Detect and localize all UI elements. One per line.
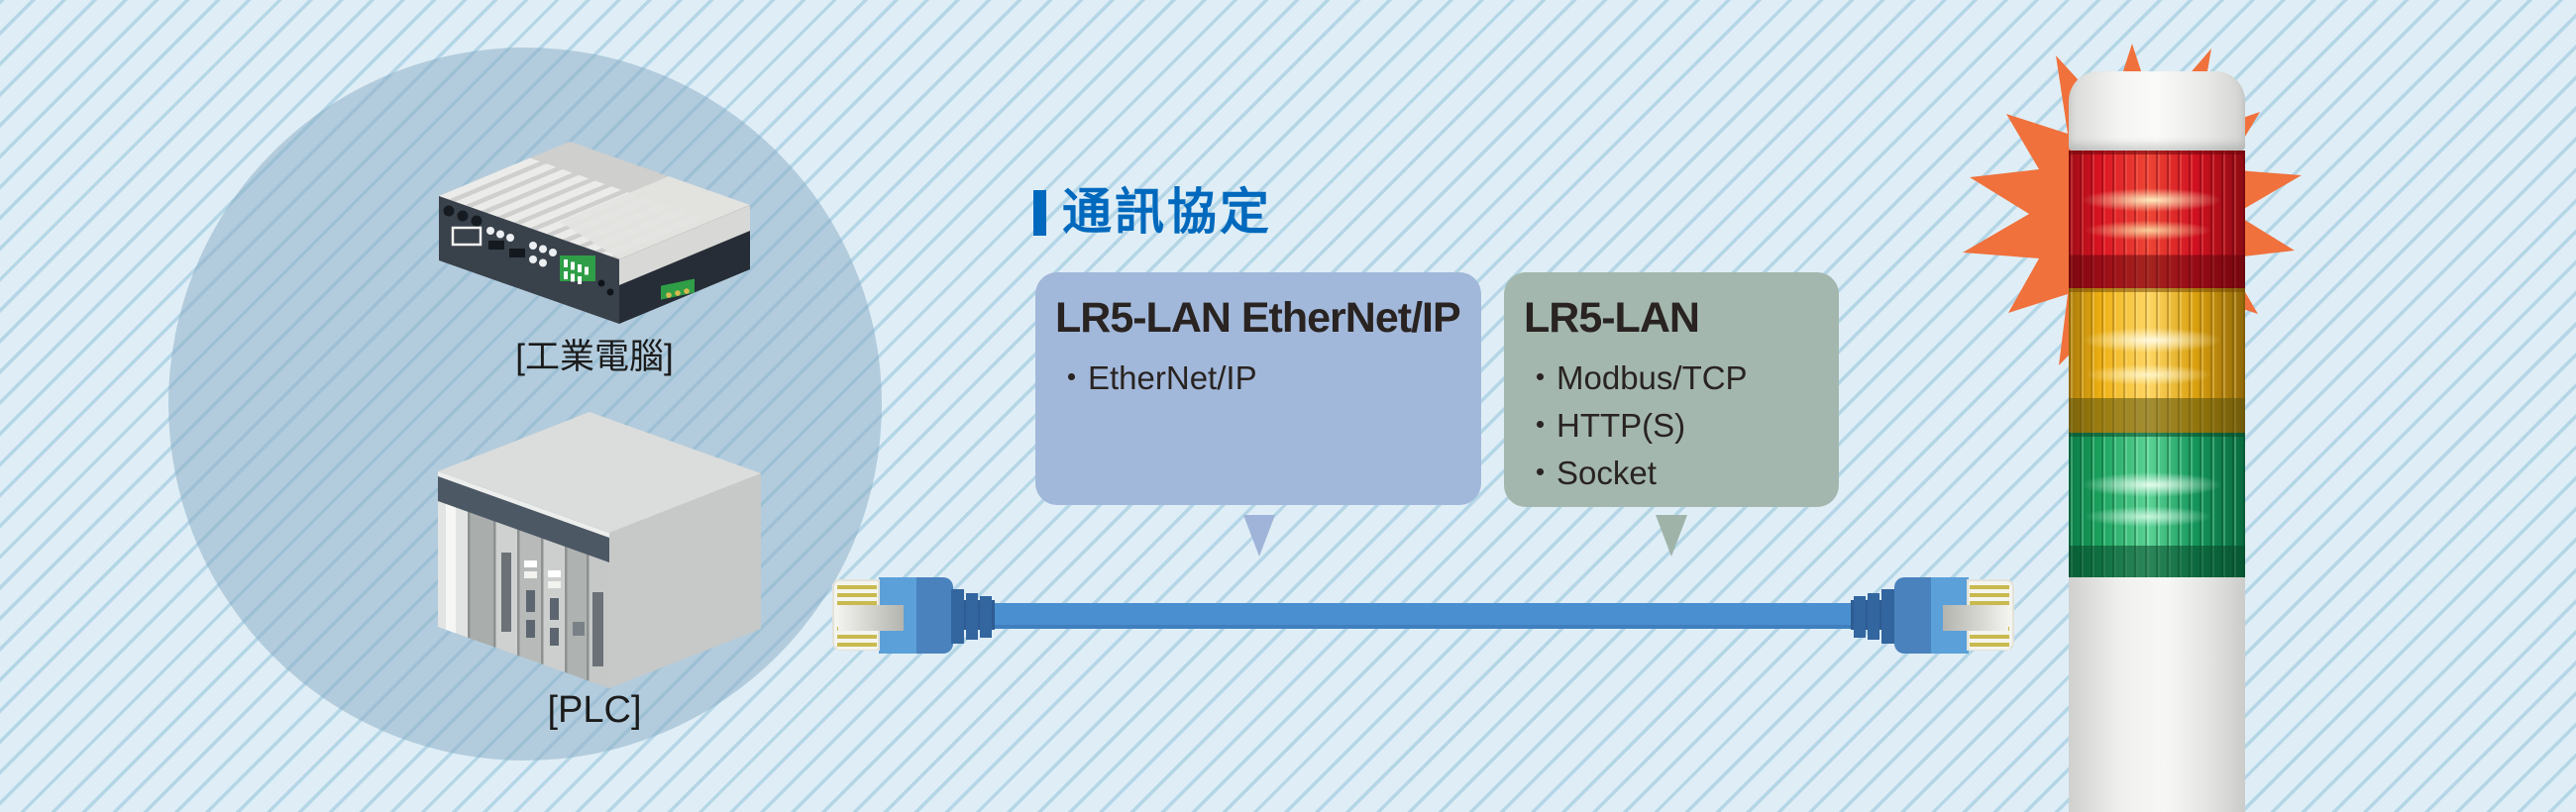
rj45-latch (1943, 605, 2008, 631)
plc-icon (438, 412, 761, 688)
pointer-down-icon (1243, 515, 1275, 557)
rj45-rib (966, 593, 978, 640)
protocol-box-title: LR5-LAN (1524, 294, 1700, 342)
heading-accent-bar-icon (1033, 190, 1046, 236)
rj45-rib (980, 596, 992, 638)
protocol-item-list: ・EtherNet/IP (1055, 355, 1463, 402)
rj45-pins (1970, 627, 2009, 650)
industrial-pc-label: [工業電腦] (515, 338, 674, 376)
protocol-box-ethernet-ip: LR5-LAN EtherNet/IP ・EtherNet/IP (1035, 272, 1481, 505)
protocol-box-title: LR5-LAN EtherNet/IP (1055, 294, 1461, 342)
rj45-rib (1881, 589, 1894, 644)
industrial-pc-icon (439, 142, 750, 324)
protocol-item: ・Modbus/TCP (1524, 359, 1748, 396)
rj45-pins (837, 627, 877, 650)
rj45-boot (1894, 577, 1931, 654)
protocol-box-lr5-lan: LR5-LAN ・Modbus/TCP ・HTTP(S) ・Socket (1504, 272, 1839, 507)
protocol-item: ・HTTP(S) (1524, 407, 1686, 444)
tower-segment-green (2069, 433, 2245, 577)
rj45-pins (1970, 585, 2009, 608)
tower-cap (2069, 71, 2245, 151)
protocol-item: ・EtherNet/IP (1055, 359, 1257, 396)
rj45-rib (1868, 593, 1879, 640)
pointer-down-icon (1656, 515, 1687, 557)
signal-tower (2069, 71, 2245, 812)
tower-segment-red (2069, 151, 2245, 288)
protocol-item-list: ・Modbus/TCP ・HTTP(S) ・Socket (1524, 355, 1821, 497)
rj45-pins (837, 585, 877, 608)
section-heading: 通訊協定 (1062, 184, 1272, 240)
protocol-item: ・Socket (1524, 455, 1657, 491)
rj45-rib (1854, 596, 1866, 638)
rj45-rib (951, 589, 964, 644)
plc-label: [PLC] (547, 689, 642, 731)
rj45-boot (916, 577, 953, 654)
rj45-latch (838, 605, 904, 631)
tower-body (2069, 577, 2245, 812)
tower-segment-amber (2069, 288, 2245, 433)
ethernet-cable (992, 603, 1855, 629)
